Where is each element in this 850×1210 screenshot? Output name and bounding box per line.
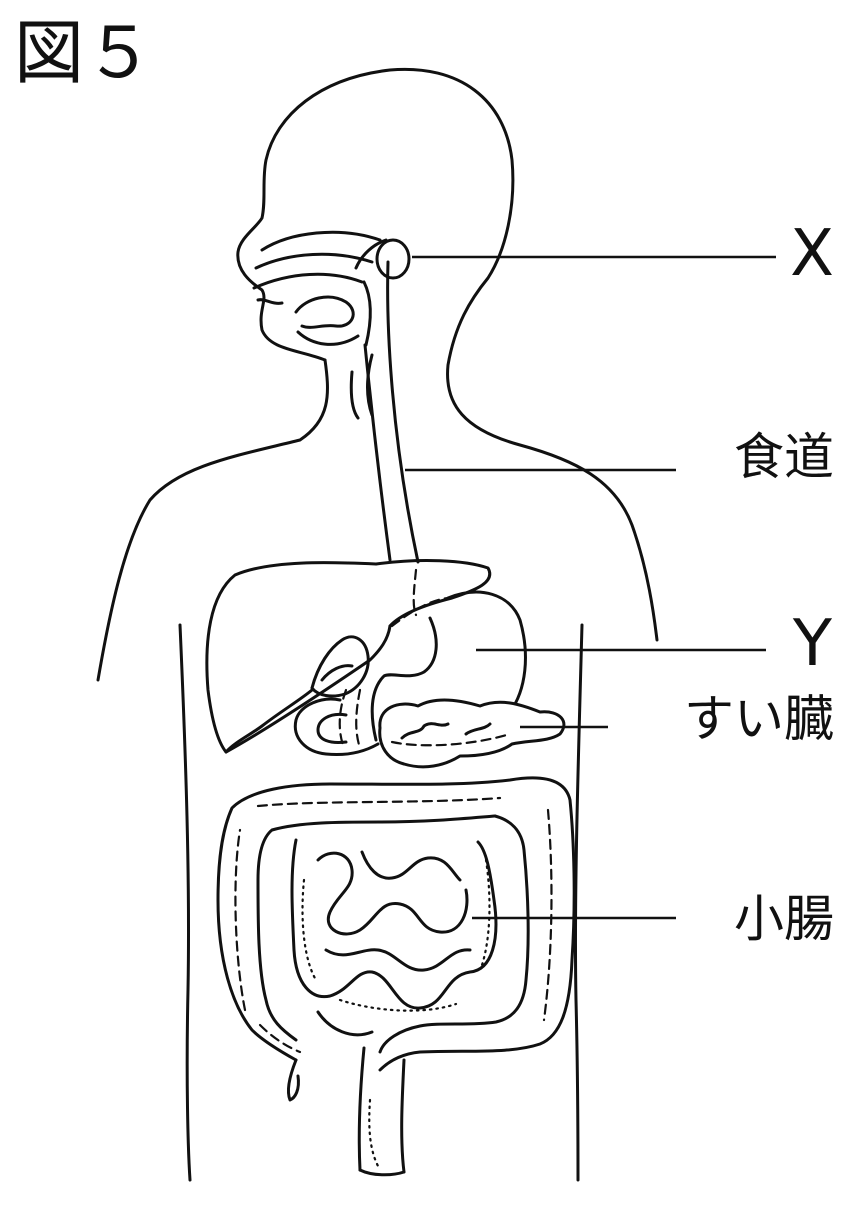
label-small-intestine: 小腸 — [734, 890, 834, 948]
body-outline — [96, 67, 659, 1182]
label-pancreas: すい臓 — [684, 690, 834, 748]
pancreas — [378, 698, 566, 769]
mouth-nasal-cavity — [252, 230, 382, 347]
gallbladder — [310, 635, 370, 698]
label-y: Y — [792, 607, 832, 681]
small-intestine — [290, 838, 498, 1037]
rectum — [357, 1046, 406, 1177]
large-intestine — [216, 776, 576, 1102]
duodenum — [293, 688, 380, 756]
leader-lines — [405, 255, 776, 920]
esophagus — [349, 260, 420, 564]
label-x: X — [790, 217, 834, 291]
label-esophagus: 食道 — [734, 428, 834, 486]
figure-title: 図５ — [14, 12, 154, 94]
liver — [205, 559, 492, 754]
salivary-gland-x — [354, 238, 411, 280]
